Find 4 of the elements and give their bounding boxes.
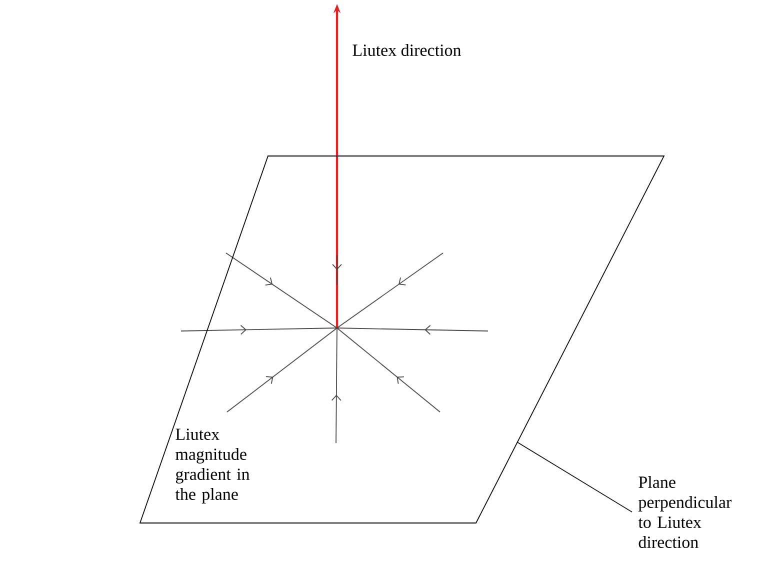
text-label: Liutex direction (352, 44, 462, 56)
plane-label: Plane perpendicular to Liutex direction (638, 476, 732, 548)
text-label: Liutex magnitude gradient in the plane (175, 428, 250, 504)
leader-line (516, 442, 632, 512)
